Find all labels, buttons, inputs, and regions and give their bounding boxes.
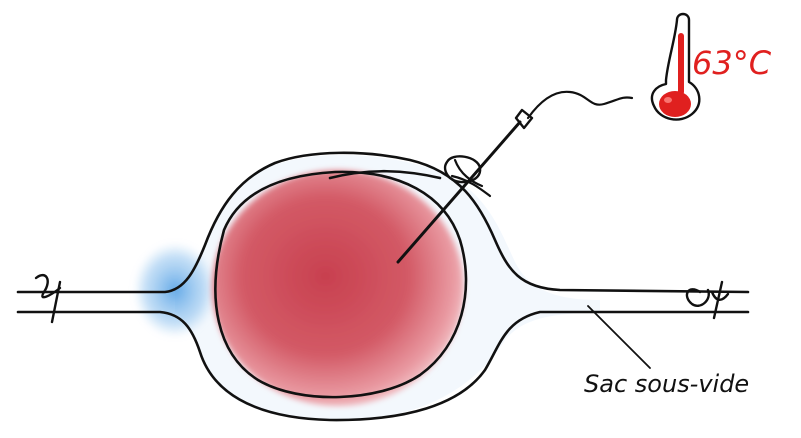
meat-piece [212,170,466,406]
bag-label: Sac sous-vide [584,370,749,398]
bag-cut-left [36,275,60,322]
temperature-reading: 63°C [692,44,772,82]
bag-label-pointer [588,306,650,368]
